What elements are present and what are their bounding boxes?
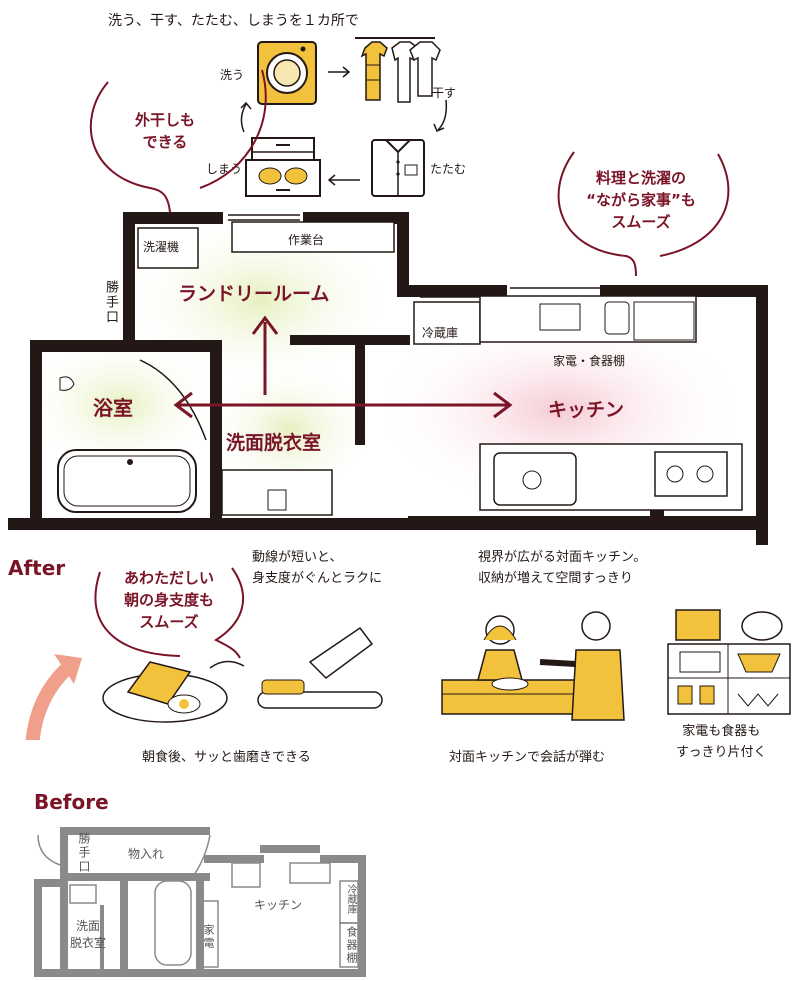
- tidy-shelf-icon: [667, 609, 791, 715]
- after-illustrations: [25, 609, 791, 740]
- plan-label-fridge: 冷蔵庫: [422, 326, 459, 340]
- before-label-cupboard: 食器棚: [345, 926, 358, 965]
- plan-label-dressing-room: 洗面脱衣室: [226, 432, 322, 454]
- cycle-label-wash: 洗う: [220, 68, 245, 82]
- caption-route-short: 動線が短いと、 身支度がぐんとラクに: [252, 550, 383, 586]
- after-heading: After: [8, 556, 66, 580]
- plan-label-kitchen: キッチン: [548, 399, 625, 421]
- caption-tidy: 家電も食器も すっきり片付く: [676, 724, 767, 760]
- after-floor-plan: [8, 210, 768, 545]
- cycle-label-store: しまう: [206, 162, 243, 176]
- hanging-clothes-icon: [355, 37, 441, 103]
- toothbrush-icon: [257, 626, 383, 709]
- plan-label-back-door: 勝手口: [103, 280, 118, 325]
- laundry-cycle-title: 洗う、干す、たたむ、しまうを１カ所で: [108, 13, 359, 29]
- before-heading: Before: [34, 790, 109, 814]
- bubble-morning-routine: あわただしい 朝の身支度も スムーズ: [123, 569, 214, 631]
- cycle-arrows: [240, 66, 448, 186]
- before-label-kitchen: キッチン: [254, 898, 303, 912]
- before-label-dressing-room: 洗面 脱衣室: [70, 919, 107, 950]
- washing-machine-icon: [257, 41, 317, 105]
- caption-conversation: 対面キッチンで会話が弾む: [449, 750, 606, 765]
- improvement-arrow-icon: [25, 654, 82, 740]
- before-floor-plan: [34, 827, 366, 977]
- bubble-kitchen-multitask: 料理と洗濯の “ながら家事”も スムーズ: [586, 169, 696, 231]
- bubble-outlines: [89, 69, 730, 659]
- plan-label-shelf: 家電・食器棚: [553, 354, 626, 368]
- before-label-back-door: 勝手口: [77, 832, 91, 874]
- storage-drawer-icon: [245, 137, 321, 197]
- plan-label-workbench: 作業台: [288, 233, 325, 247]
- bubble-outdoor-drying: 外干しも できる: [134, 111, 195, 151]
- laundry-cycle-graphic: [240, 37, 448, 197]
- cycle-label-fold: たたむ: [430, 162, 467, 176]
- folded-shirt-icon: [371, 139, 425, 197]
- before-label-fridge: 冷蔵庫: [345, 884, 356, 914]
- conversation-kitchen-icon: [441, 611, 625, 721]
- cycle-label-dry: 干す: [432, 86, 457, 100]
- plan-label-bath: 浴室: [93, 396, 133, 420]
- caption-breakfast: 朝食後、サッと歯磨きできる: [142, 750, 311, 765]
- plan-label-laundry-room: ランドリールーム: [178, 283, 330, 305]
- plan-label-washer: 洗濯機: [143, 240, 180, 254]
- before-label-storage: 物入れ: [128, 847, 165, 861]
- caption-kitchen-view: 視界が広がる対面キッチン。 収納が増えて空間すっきり: [478, 550, 647, 586]
- breakfast-plate-icon: [102, 661, 228, 723]
- before-label-appliance: 家電: [202, 924, 215, 950]
